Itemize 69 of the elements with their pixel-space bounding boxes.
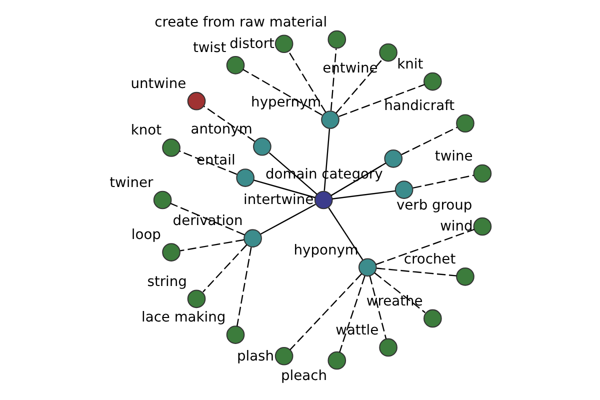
- connector: [324, 128, 330, 191]
- node-label: lace making: [142, 310, 226, 326]
- node-circle: [162, 138, 180, 157]
- connector: [339, 276, 366, 352]
- node-label: hyponym: [294, 242, 358, 258]
- node-circle: [226, 326, 245, 344]
- node-label: untwine: [130, 76, 186, 92]
- node-label: twiner: [110, 174, 154, 191]
- connector: [332, 190, 396, 200]
- connector: [330, 48, 337, 111]
- node-circle: [424, 309, 442, 328]
- node-circle: [274, 34, 294, 54]
- connector: [204, 106, 255, 142]
- node-label: wind: [440, 218, 473, 235]
- connector: [376, 228, 474, 266]
- connector: [401, 126, 458, 156]
- node-circle: [226, 56, 245, 74]
- node-circle: [456, 267, 474, 286]
- node-circle: [328, 351, 346, 370]
- node-circle: [244, 229, 262, 248]
- connector: [376, 268, 457, 276]
- node-circle: [424, 72, 442, 91]
- node-circle: [274, 346, 294, 366]
- node-circle: [473, 164, 492, 183]
- connector: [412, 174, 474, 189]
- node-label: string: [147, 274, 187, 290]
- node-circle: [162, 243, 180, 262]
- connector: [254, 180, 316, 198]
- connector: [369, 276, 387, 339]
- node-circle: [358, 258, 377, 277]
- connector: [180, 239, 244, 252]
- connector: [338, 84, 425, 118]
- connector: [236, 247, 252, 326]
- node-label: intertwine: [244, 192, 314, 208]
- node-circle: [253, 137, 272, 156]
- connector: [288, 52, 326, 113]
- connector: [202, 244, 248, 292]
- node-label: antonym: [190, 121, 252, 138]
- node-label: pleach: [281, 368, 327, 384]
- node-label: knit: [397, 56, 424, 72]
- node-label: handicraft: [384, 98, 455, 114]
- node-label: create from raw material: [154, 14, 328, 30]
- node-label: verb group: [396, 198, 472, 214]
- node-circle: [153, 190, 172, 210]
- node-circle: [314, 190, 333, 210]
- node-circle: [394, 180, 414, 199]
- node-label: crochet: [404, 252, 456, 268]
- node-circle: [187, 92, 206, 110]
- node-label: twist: [192, 40, 226, 56]
- node-label: distort: [230, 36, 274, 52]
- node-label: knot: [130, 122, 162, 139]
- connector: [242, 69, 322, 116]
- connector: [260, 204, 316, 235]
- node-label: twine: [434, 148, 473, 164]
- node-circle: [384, 149, 403, 168]
- node-circle: [187, 290, 206, 308]
- node-circle: [321, 110, 340, 129]
- node-label: wattle: [336, 322, 379, 338]
- node-circle: [379, 338, 398, 357]
- connector: [290, 273, 362, 350]
- node-label: plash: [236, 348, 274, 364]
- node-label: loop: [131, 227, 161, 244]
- node-circle: [379, 43, 398, 62]
- node-circle: [456, 114, 474, 133]
- node-circle: [328, 30, 346, 49]
- node-circle: [236, 168, 254, 187]
- connector: [328, 207, 364, 260]
- node-label: hypernym: [251, 94, 322, 111]
- node-circle: [473, 217, 492, 236]
